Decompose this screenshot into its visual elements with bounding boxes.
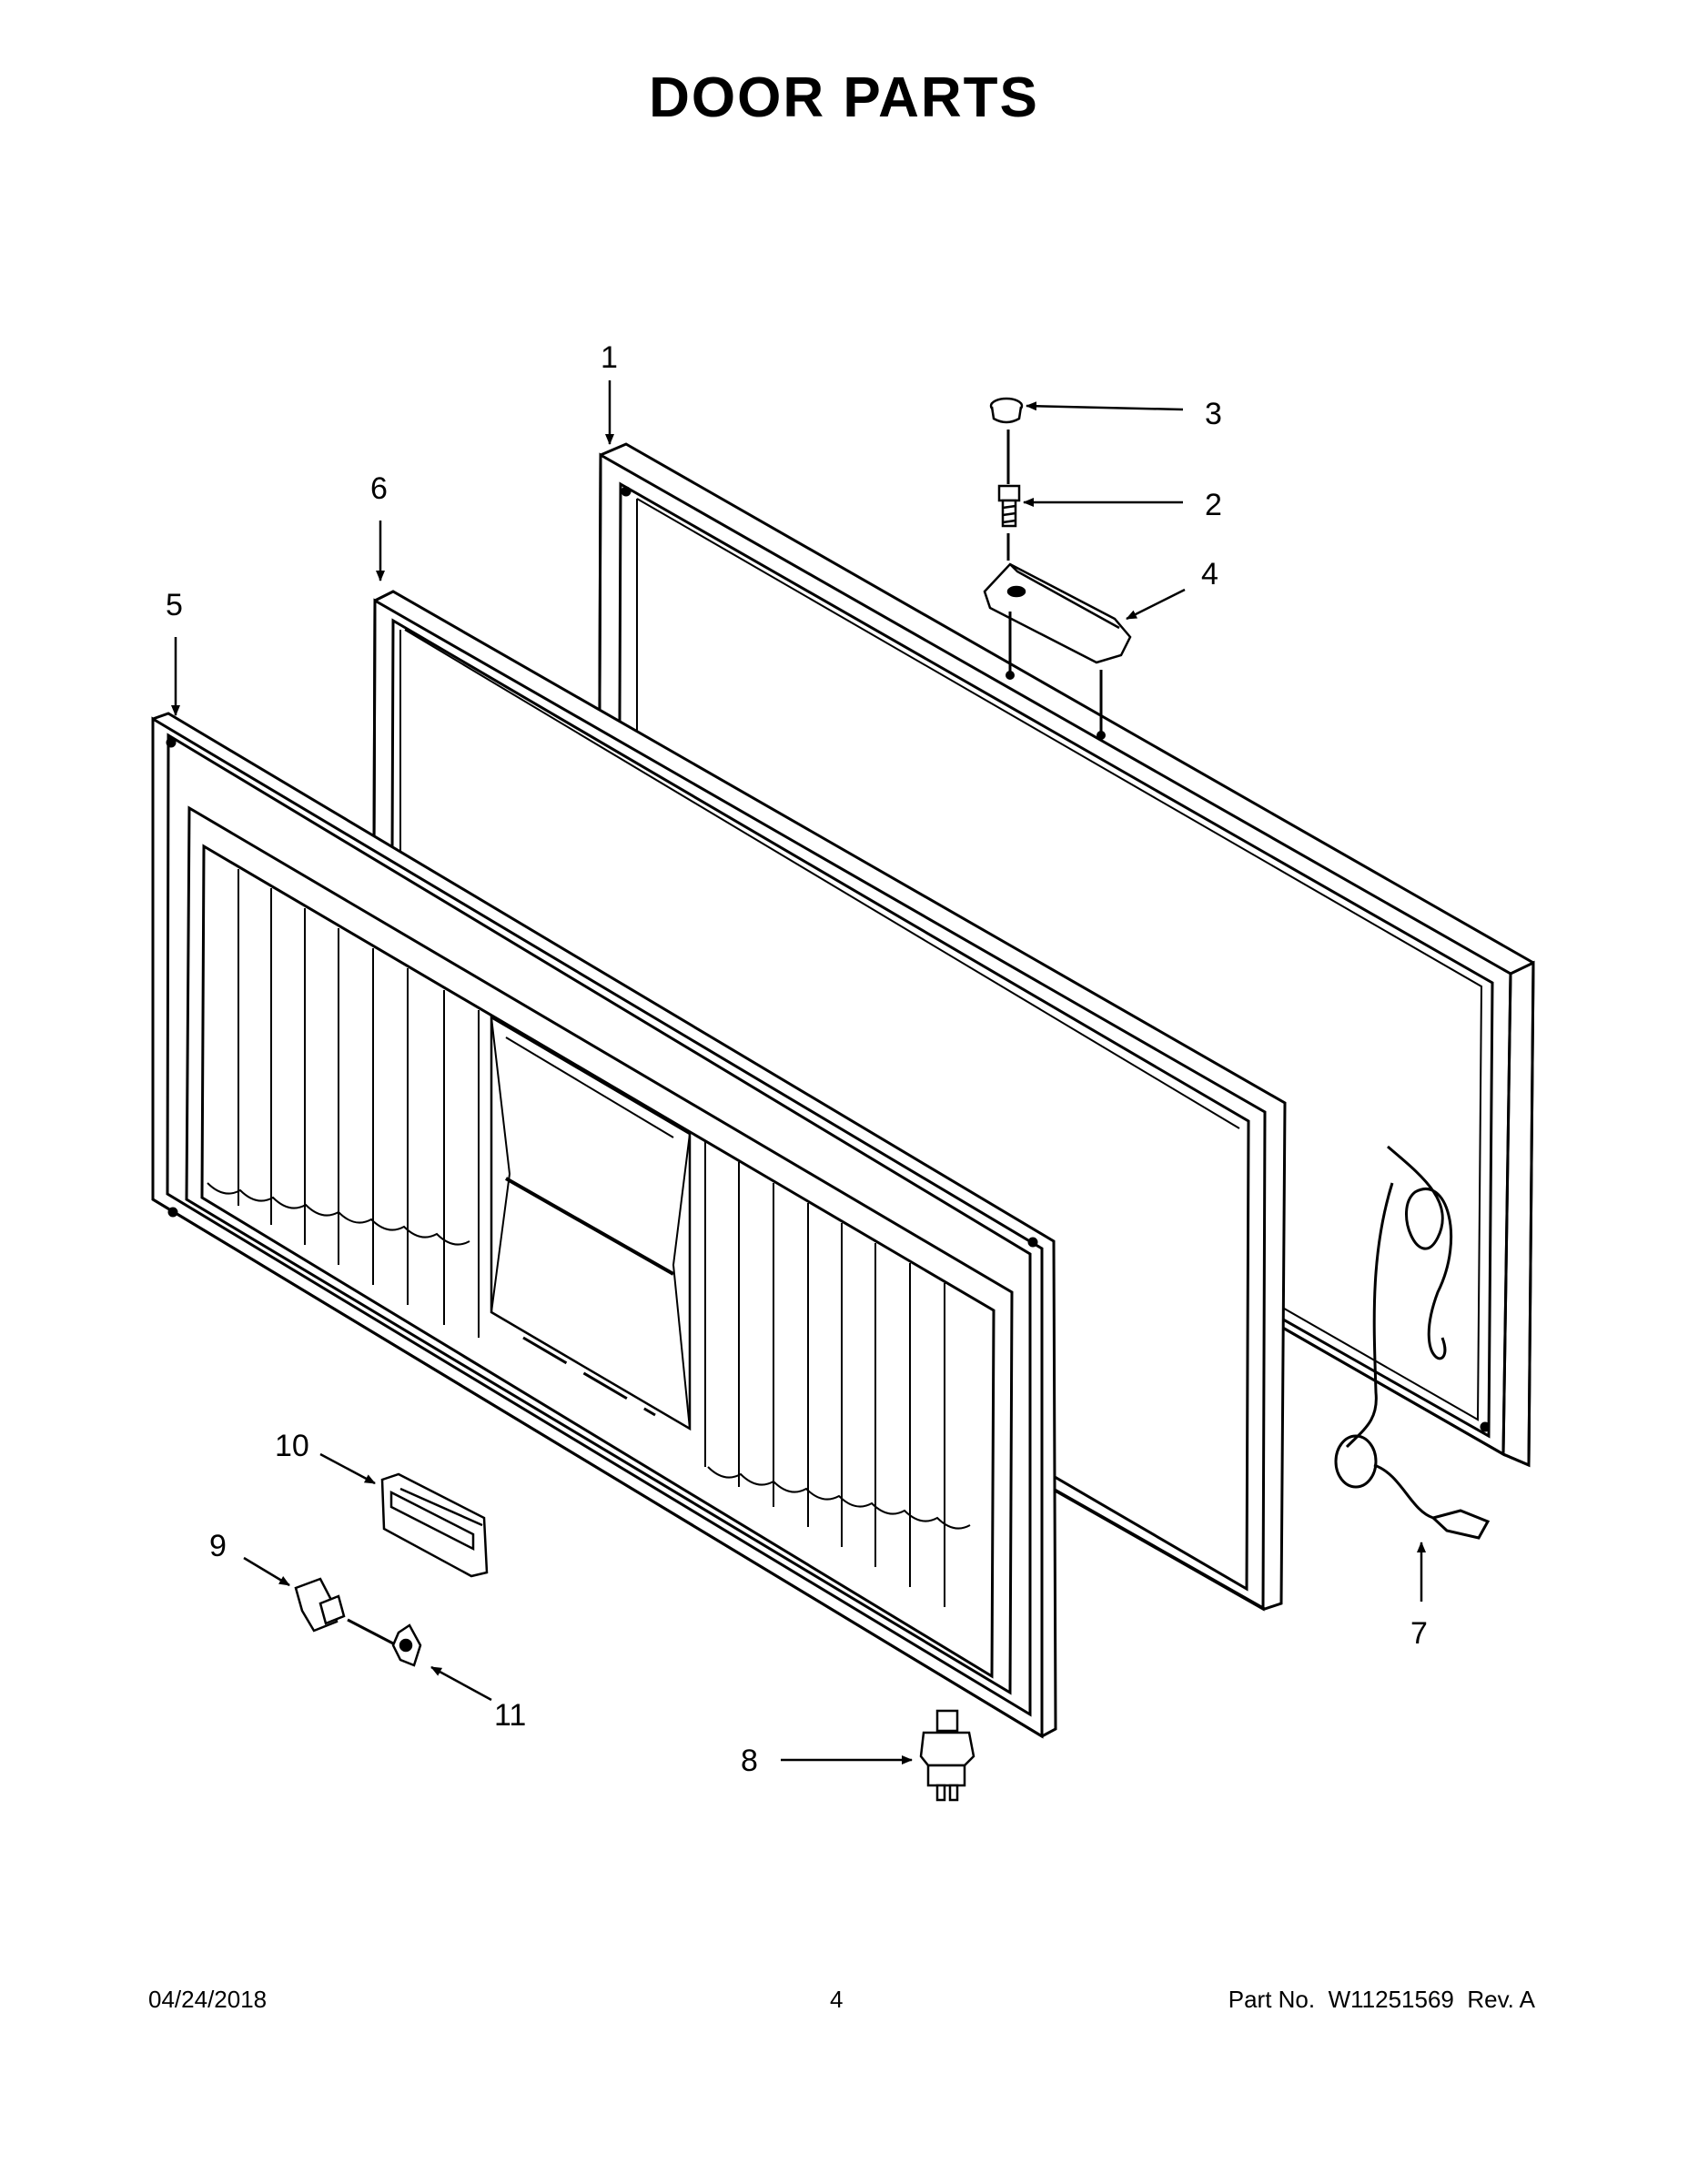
part-number: W11251569 [1328, 1986, 1454, 2013]
callout-9: 9 [209, 1529, 227, 1563]
callout-arrows [171, 380, 1426, 1764]
callout-11: 11 [494, 1698, 526, 1733]
arrow-9 [243, 1556, 290, 1587]
arrow-4 [1126, 588, 1186, 621]
callout-3: 3 [1205, 397, 1222, 431]
lamp-socket [391, 1623, 422, 1667]
callout-4: 4 [1201, 557, 1218, 592]
callout-5: 5 [166, 588, 183, 622]
door-inner-liner [151, 712, 1057, 1739]
wire-harness [1334, 1145, 1491, 1540]
lamp [294, 1577, 346, 1633]
part-number-label: Part No. [1228, 1986, 1316, 2013]
arrow-3 [1026, 401, 1184, 411]
door-switch [919, 1709, 975, 1802]
hinge-cap [989, 397, 1024, 424]
callout-7: 7 [1410, 1616, 1428, 1651]
door-handle [380, 1472, 489, 1578]
callout-10: 10 [275, 1429, 309, 1463]
callout-numbers: 1 6 5 3 2 4 7 10 9 11 8 [166, 340, 1428, 1778]
arrow-11 [430, 1665, 492, 1702]
callout-8: 8 [741, 1744, 758, 1778]
footer-page-number: 4 [830, 1986, 844, 2013]
footer-part-info: Part No. W11251569 Rev. A [1228, 1986, 1535, 2014]
arrow-10 [319, 1452, 376, 1485]
footer-date: 04/24/2018 [148, 1986, 268, 2013]
callout-1: 1 [601, 340, 618, 375]
callout-6: 6 [370, 471, 388, 506]
page-title: DOOR PARTS [649, 66, 1039, 129]
callout-2: 2 [1205, 488, 1222, 522]
screw [997, 484, 1021, 528]
revision: Rev. A [1467, 1986, 1535, 2013]
hinge-cover [983, 562, 1132, 664]
